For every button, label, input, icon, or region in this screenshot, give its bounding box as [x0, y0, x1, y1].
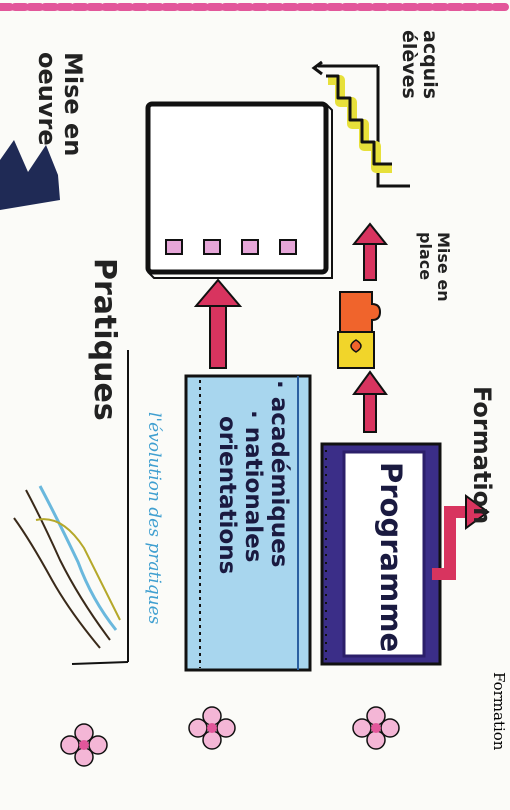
acquis-eleves-label: acquis élèves: [398, 30, 441, 100]
rising-graph-icon: [311, 60, 410, 188]
flower-icon: [60, 723, 108, 767]
evolution-graph-icon: [13, 350, 129, 665]
screen-icon: [145, 101, 333, 279]
programme-label: Programme: [374, 462, 408, 653]
mise-fragment: [0, 140, 60, 210]
nationales-label: · nationales: [240, 410, 266, 563]
pink-border-top: [0, 3, 510, 11]
arrow-programme-to-puzzle: [352, 370, 388, 433]
orientations-label: orientations: [214, 416, 240, 575]
flower-icon: [188, 706, 236, 750]
mise-en-oeuvre-label: Mise en oeuvre: [33, 52, 87, 157]
academiques-label: · académiques: [266, 380, 292, 568]
formation-bottom-label: Formation: [490, 672, 508, 751]
arrow-puzzle-to-graph: [351, 222, 389, 281]
mise-en-place-label: Mise en place: [416, 232, 453, 302]
evolution-label: l'évolution des pratiques: [144, 412, 164, 625]
arrow-orientations-to-screen: [193, 278, 243, 369]
pratiques-label: Pratiques: [87, 258, 122, 421]
formation-label: Formation: [468, 386, 496, 525]
puzzle-icon: [337, 291, 382, 369]
orientations-box: [184, 374, 312, 672]
programme-box: [320, 442, 442, 666]
stepped-arrow-icon: [432, 494, 490, 580]
flower-icon: [352, 706, 400, 750]
